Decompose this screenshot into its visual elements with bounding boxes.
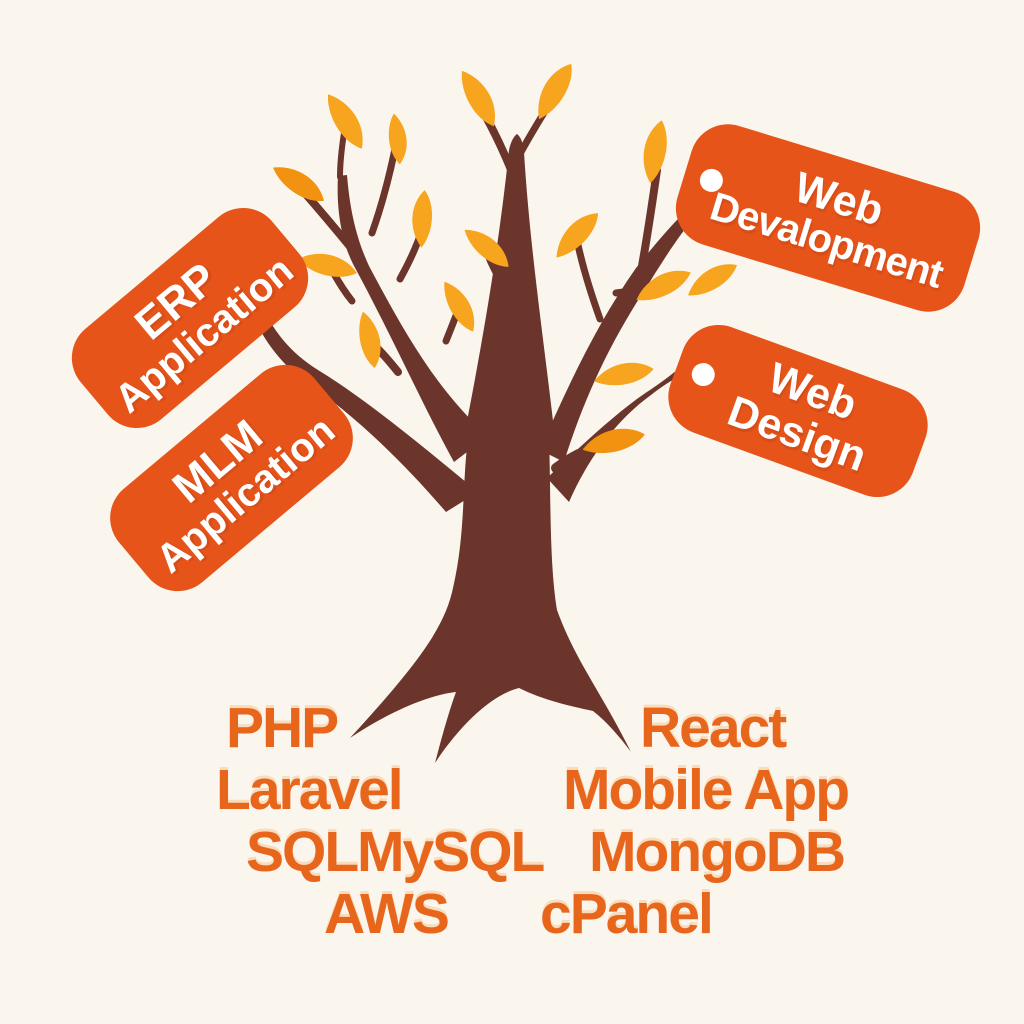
leaf-icon: [454, 64, 504, 132]
keyword-mysql: MySQL: [357, 820, 545, 884]
leaf-icon: [268, 157, 331, 210]
leaf-icon: [682, 256, 742, 303]
leaf-icon: [637, 117, 673, 186]
tree-trunk: [350, 440, 631, 763]
leaf-icon: [320, 87, 372, 155]
keyword-mongodb: MongoDB: [589, 820, 846, 884]
keyword-react: React: [640, 696, 787, 760]
keyword-php: PHP: [226, 696, 339, 760]
leaf-icon: [355, 309, 385, 370]
keyword-sql: SQL: [246, 820, 359, 884]
keyword-aws: AWS: [324, 882, 450, 946]
keyword-laravel: Laravel: [216, 758, 404, 822]
leaf-icon: [527, 57, 581, 124]
tag-hole-icon: [688, 359, 718, 390]
leaf-icon: [547, 205, 606, 264]
leaf-icon: [409, 189, 435, 249]
branch-left: [248, 299, 478, 512]
branch-upper-left: [337, 175, 488, 462]
keyword-mobile-app: Mobile App: [563, 758, 850, 822]
branch-center: [462, 134, 556, 447]
branch-upper-right: [540, 207, 697, 462]
leaf-icon: [437, 276, 482, 337]
keyword-cpanel: cPanel: [540, 882, 714, 946]
branch-right: [547, 358, 696, 502]
